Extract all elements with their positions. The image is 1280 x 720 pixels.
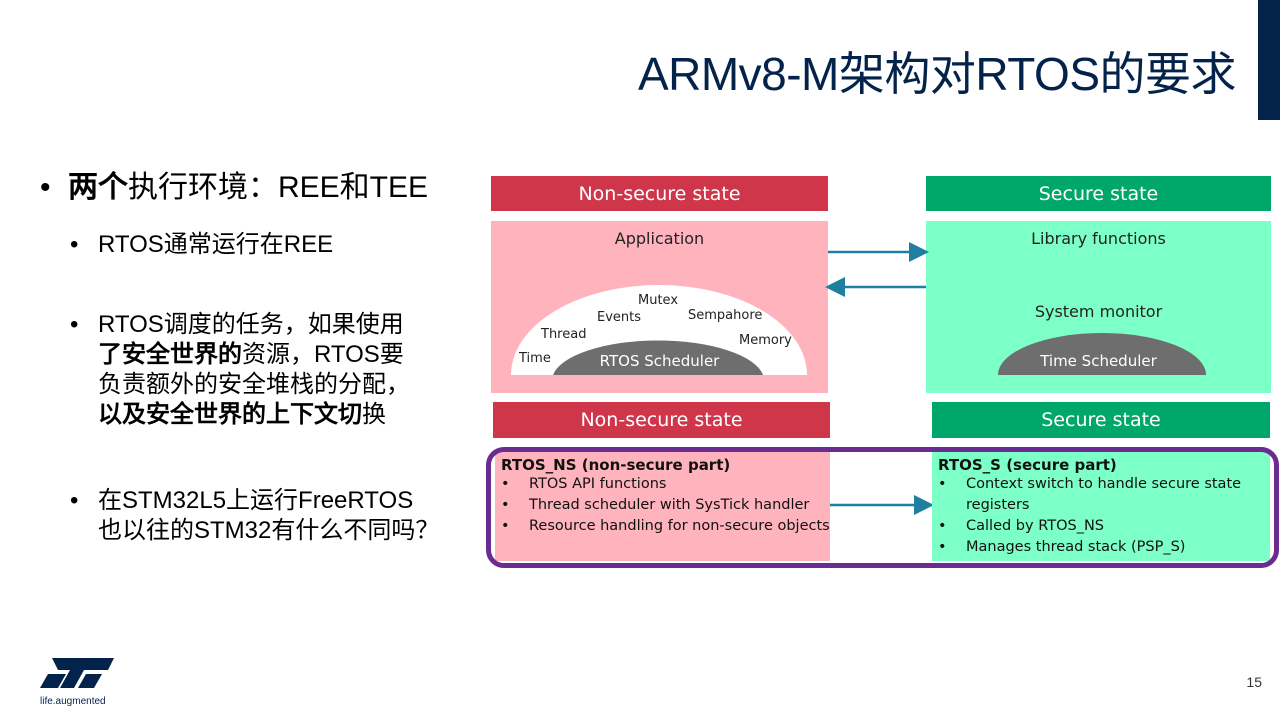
- rtos-ns-title: RTOS_NS (non-secure part): [501, 456, 731, 474]
- thread-label: Thread: [541, 327, 587, 342]
- top-non-secure-header: Non-secure state: [491, 176, 828, 211]
- events-label: Events: [597, 310, 642, 325]
- system-monitor-label: System monitor: [1034, 302, 1163, 321]
- non-secure-application-panel: Application RTOS Scheduler Mutex Events …: [491, 221, 828, 393]
- highlight-frame: [486, 447, 1279, 568]
- rtos-s-item-continuation: registers: [966, 497, 1030, 513]
- sempahore-label: Sempahore: [688, 308, 763, 323]
- bottom-secure-header: Secure state: [932, 402, 1270, 438]
- bullet-bold-text: 两个: [68, 171, 128, 204]
- st-logo: ST: [40, 658, 114, 688]
- bullet-line-2: 也以往的STM32有什么不同吗？: [98, 517, 440, 544]
- time-scheduler-shape: [998, 333, 1206, 375]
- rtos-scheduler-label: RTOS Scheduler: [599, 352, 720, 370]
- rtos-s-panel: RTOS_S (secure part) •Context switch to …: [932, 452, 1270, 561]
- bullet-line-2-bold: 了安全世界的: [98, 341, 242, 368]
- bullet-text: 执行环境：REE和TEE: [128, 171, 429, 204]
- bottom-non-secure-header: Non-secure state: [493, 402, 830, 438]
- rtos-ns-item: •Resource handling for non-secure object…: [501, 518, 830, 534]
- rtos-ns-item: •RTOS API functions: [501, 476, 667, 492]
- bullet-stm32l5-question: •在STM32L5上运行FreeRTOS 也以往的STM32有什么不同吗？: [70, 487, 440, 544]
- rtos-scheduler-dome: [511, 285, 807, 375]
- memory-label: Memory: [739, 333, 792, 348]
- bullet-execution-environments: •两个执行环境：REE和TEE: [40, 171, 429, 204]
- bullet-secure-resources: •RTOS调度的任务，如果使用 了安全世界的资源，RTOS要 负责额外的安全堆栈…: [70, 311, 410, 428]
- bullet-line-3: 负责额外的安全堆栈的分配，: [98, 371, 410, 398]
- slide-title: ARMv8-M架构对RTOS的要求: [637, 48, 1237, 100]
- bullet-line-4: 换: [362, 401, 386, 428]
- scheduler-inner-dome: [553, 340, 763, 375]
- bullet-line-1: 在STM32L5上运行FreeRTOS: [98, 487, 414, 514]
- page-number: 15: [1246, 674, 1262, 690]
- rtos-s-item: •Manages thread stack (PSP_S): [938, 539, 1186, 555]
- bullet-rtos-ree: •RTOS通常运行在REE: [70, 231, 334, 258]
- secure-library-panel: Library functions System monitor Time Sc…: [926, 221, 1271, 393]
- mutex-label: Mutex: [638, 293, 679, 308]
- logo-tagline: life.augmented: [40, 696, 106, 707]
- corner-accent-bar: [1258, 0, 1280, 120]
- top-secure-header: Secure state: [926, 176, 1271, 211]
- rtos-s-item: •Context switch to handle secure state: [938, 476, 1242, 492]
- logo-mark-text: ST: [78, 678, 80, 680]
- bullet-line-1: RTOS调度的任务，如果使用: [98, 311, 404, 338]
- library-functions-label: Library functions: [1031, 229, 1166, 248]
- bullet-line-4-bold: 以及安全世界的上下文切: [98, 401, 362, 428]
- bullet-text: RTOS通常运行在REE: [98, 231, 334, 258]
- application-label: Application: [614, 229, 705, 248]
- time-scheduler-dome: [998, 333, 1206, 375]
- rtos-ns-panel: RTOS_NS (non-secure part) •RTOS API func…: [495, 452, 830, 561]
- rtos-ns-item: •Thread scheduler with SysTick handler: [501, 497, 810, 513]
- time-scheduler-label: Time Scheduler: [1040, 352, 1157, 370]
- bullet-line-2: 资源，RTOS要: [242, 341, 404, 368]
- rtos-s-item: •Called by RTOS_NS: [938, 518, 1104, 534]
- time-label: Time: [519, 351, 551, 366]
- rtos-s-title: RTOS_S (secure part): [938, 456, 1117, 474]
